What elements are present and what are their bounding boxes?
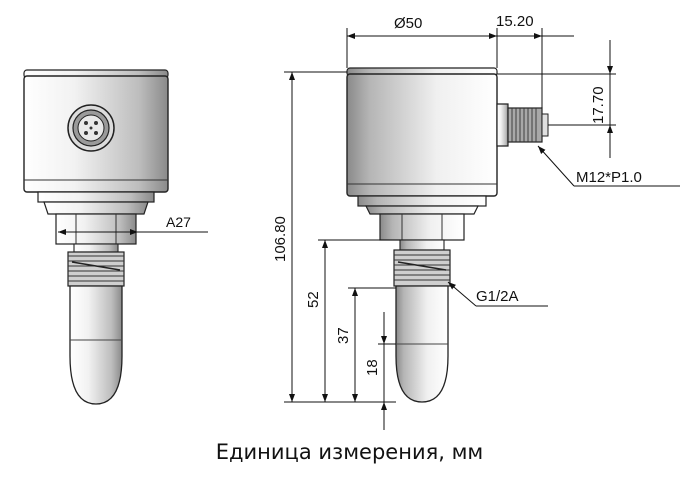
label-thread-to-tip: 52 [305,291,322,308]
flange [37,191,155,203]
side-hex-nut [379,213,465,241]
label-m12: M12*P1.0 [576,169,642,186]
front-view: A27 [23,69,208,405]
dimension-a27: A27 [58,214,208,235]
m12-connector-face [67,104,115,152]
dimension-thread-to-tip: 52 [305,239,400,402]
label-tip-length: 18 [364,359,381,376]
label-a27: A27 [166,214,191,230]
dimension-probe-length: 37 [335,287,396,402]
label-connector-offset: 15.20 [496,13,534,30]
process-thread [67,251,125,287]
dimension-tip-length: 18 [364,312,396,430]
label-total-length: 106.80 [272,216,289,262]
dimension-connector-offset: 15.20 [496,13,574,108]
dimension-total-length: 106.80 [272,71,396,403]
label-connector-height: 17.70 [590,86,607,124]
side-m12-connector [496,103,549,147]
dimension-connector-height: 17.70 [497,40,616,158]
hex-nut [55,213,137,245]
side-housing-body [346,73,498,197]
dimension-diameter: Ø50 [346,15,498,68]
units-caption: Единица измерения, мм [215,440,484,464]
leader-g12a: G1/2A [447,281,548,307]
leader-m12: M12*P1.0 [537,145,680,187]
label-g12a: G1/2A [476,288,519,305]
probe [69,285,123,405]
label-probe-length: 37 [335,327,352,344]
label-diameter: Ø50 [394,15,422,32]
side-view: Ø50 15.20 17.70 M12*P1.0 G1/2A [272,13,680,430]
